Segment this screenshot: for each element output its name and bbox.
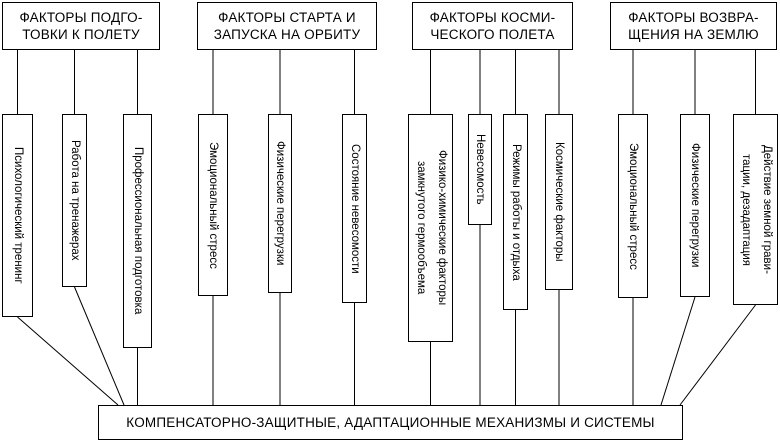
header-box-return-to-earth: ФАКТОРЫ ВОЗВРА- ЩЕНИЯ НА ЗЕМЛЮ [610,2,777,50]
factor-label: Физические перегрузки [689,143,701,268]
factor-label: Физико-химические факторы [436,150,448,306]
factor-label: Профессиональная подготовка [132,147,144,315]
factor-label: Эмоциональный стресс [207,141,219,269]
factor-box-emotional-stress-launch: Эмоциональный стресс [198,114,228,296]
factor-label: Состояние невесомости [349,143,361,274]
footer-label: КОМПЕНСАТОРНО-ЗАЩИТНЫЕ, АДАПТАЦИОННЫЕ МЕ… [126,415,655,430]
factor-box-psychological-training: Психологический тренинг [2,114,33,317]
header-line: ФАКТОРЫ СТАРТА И [218,10,356,25]
factor-box-weightlessness-state: Состояние невесомости [342,114,367,303]
factor-label: Невесомость [474,134,486,205]
factor-label: Режимы работы и отдыха [510,143,522,281]
header-box-spaceflight: ФАКТОРЫ КОСМИ- ЧЕСКОГО ПОЛЕТА [412,2,573,50]
footer-box-compensatory-mechanisms: КОМПЕНСАТОРНО-ЗАЩИТНЫЕ, АДАПТАЦИОННЫЕ МЕ… [98,405,683,440]
factor-box-earth-gravity-deadaptation: Действие земной грави- тации, дезадаптац… [733,114,778,305]
header-line: ТОВКИ К ПОЛЕТУ [22,27,140,42]
factor-box-simulator-work: Работа на тренажерах [62,114,87,287]
header-line: ФАКТОРЫ КОСМИ- [429,10,556,25]
factor-box-physical-overloads-return: Физические перегрузки [680,114,710,297]
factor-label: Физические перегрузки [274,141,286,266]
factor-box-cosmic-factors: Космические факторы [545,114,573,290]
factor-box-emotional-stress-return: Эмоциональный стресс [618,114,648,298]
factor-box-physical-overloads-launch: Физические перегрузки [268,114,292,293]
factor-label: Космические факторы [553,142,565,262]
factor-label: замкнутого гермообъема [415,161,427,295]
factor-label: Психологический тренинг [12,147,24,284]
header-line: ФАКТОРЫ ВОЗВРА- [628,10,759,25]
header-line: ФАКТОРЫ ПОДГО- [19,10,143,25]
header-line: ЩЕНИЯ НА ЗЕМЛЮ [628,27,759,42]
factor-label: Работа на тренажерах [69,140,81,261]
factor-box-physico-chemical-sealed-volume: Физико-химические факторы замкнутого гер… [408,114,453,342]
factor-label: Действие земной грави- [761,145,773,274]
factor-box-professional-training: Профессиональная подготовка [123,114,152,348]
factor-box-weightlessness: Невесомость [468,114,492,225]
factor-label: Эмоциональный стресс [627,142,639,270]
factor-label: тации, дезадаптация [740,153,752,266]
header-line: ЗАПУСКА НА ОРБИТУ [213,27,361,42]
header-box-launch-to-orbit: ФАКТОРЫ СТАРТА И ЗАПУСКА НА ОРБИТУ [197,2,377,50]
factor-box-work-rest-schedule: Режимы работы и отдыха [503,114,528,310]
header-box-preflight-preparation: ФАКТОРЫ ПОДГО- ТОВКИ К ПОЛЕТУ [2,2,160,50]
header-line: ЧЕСКОГО ПОЛЕТА [430,27,555,42]
